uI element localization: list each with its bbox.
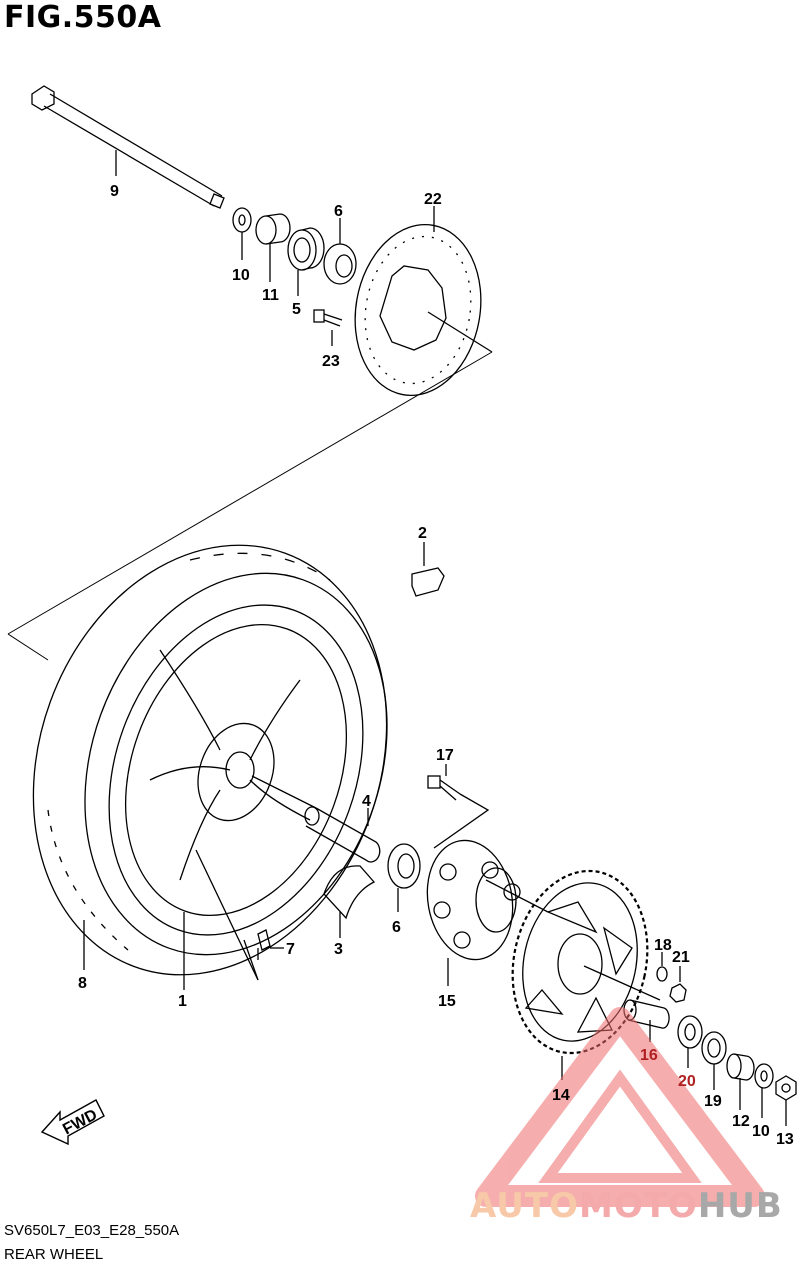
rear-wheel-assembly [32,544,388,976]
bearing-20 [677,1015,703,1068]
callout-3: 3 [334,941,343,958]
sprocket-drum [426,839,549,986]
damper [323,865,376,938]
watermark-part-moto: MOTO [578,1186,698,1226]
axle-nut [775,1075,797,1126]
watermark-logo-icon [475,1007,765,1207]
section-name: REAR WHEEL [4,1246,104,1263]
callout-12: 12 [732,1113,750,1130]
callout-2: 2 [418,525,427,542]
forward-direction-icon [40,1099,105,1146]
callout-17: 17 [436,747,454,764]
washer-18 [656,952,668,982]
callout-22: 22 [424,191,442,208]
washer-top [232,207,252,260]
watermark-part-hub: HUB [697,1186,783,1226]
bearing-top [323,218,357,285]
model-code: SV650L7_E03_E28_550A [4,1222,180,1239]
callout-15: 15 [438,993,456,1010]
brake-disc [354,206,493,397]
callout-6-top: 6 [334,203,343,220]
callout-10-top: 10 [232,267,250,284]
callout-10-lower: 10 [752,1123,770,1140]
callout-8: 8 [78,975,87,992]
rear-axle [31,85,225,209]
figure-title: FIG.550A [4,0,162,35]
callout-4: 4 [362,793,371,810]
rubber-cushion [411,542,445,597]
callout-9: 9 [110,183,119,200]
callout-13: 13 [776,1131,794,1148]
rear-sprocket [511,869,661,1080]
oil-seal [287,227,325,296]
sprocket-bolt [427,764,490,849]
callout-16: 16 [640,1047,658,1064]
spacer-12 [726,1053,755,1110]
callout-23: 23 [322,353,340,370]
spacer [255,213,291,282]
collar [304,806,381,863]
watermark-part-auto: AUTO [470,1186,579,1226]
callout-18: 18 [654,937,672,954]
callout-1: 1 [178,993,187,1010]
callout-21: 21 [672,949,690,966]
valve [195,849,284,981]
callout-14: 14 [552,1087,570,1104]
watermark-wordmark: AUTOMOTOHUB [470,1186,783,1226]
washer-lower [754,1063,774,1118]
oil-seal-19 [701,1031,727,1090]
callout-19: 19 [704,1093,722,1110]
bearing-lower [387,843,421,912]
callout-5: 5 [292,301,301,318]
callout-7: 7 [286,941,295,958]
callout-11: 11 [262,287,279,304]
callout-20: 20 [678,1073,696,1090]
nut-21 [669,966,687,1003]
disc-bolt [313,309,343,346]
callout-6-lower: 6 [392,919,401,936]
